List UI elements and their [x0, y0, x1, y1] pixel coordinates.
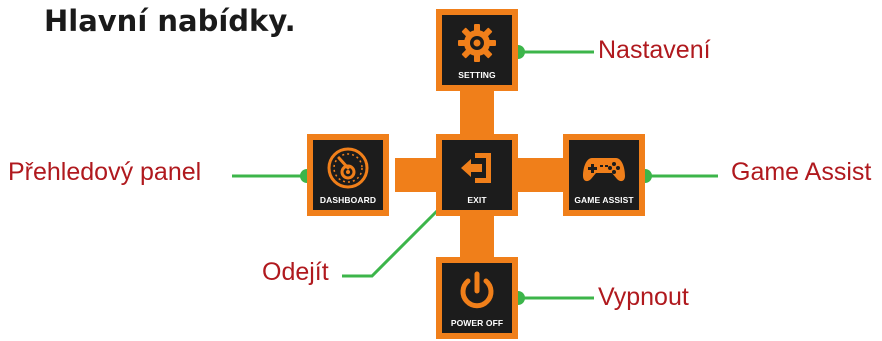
menu-tile-game-assist[interactable]: GAME ASSIST: [563, 134, 645, 216]
callout-exit: Odejít: [262, 258, 329, 286]
callout-dashboard: Přehledový panel: [8, 158, 202, 186]
menu-label-setting: SETTING: [458, 70, 496, 80]
menu-tile-dashboard[interactable]: DASHBOARD: [307, 134, 389, 216]
gear-icon: [458, 24, 496, 62]
gamepad-icon: [583, 158, 625, 182]
callout-game-assist: Game Assist: [731, 158, 872, 186]
menu-tile-power-off[interactable]: POWER OFF: [436, 257, 518, 339]
power-icon: [460, 271, 494, 309]
menu-tile-setting[interactable]: SETTING: [436, 9, 518, 91]
page-title: Hlavní nabídky.: [44, 4, 296, 38]
menu-label-exit: EXIT: [467, 195, 487, 205]
callout-setting: Nastavení: [598, 36, 711, 64]
menu-label-game-assist: GAME ASSIST: [574, 195, 634, 205]
speedometer-icon: [327, 147, 369, 189]
exit-door-icon: [461, 153, 491, 183]
menu-label-dashboard: DASHBOARD: [319, 195, 377, 205]
menu-tile-exit[interactable]: EXIT: [436, 134, 518, 216]
menu-label-power-off: POWER OFF: [450, 318, 504, 328]
callout-power-off: Vypnout: [598, 283, 689, 311]
leader-line-exit: [342, 203, 445, 278]
